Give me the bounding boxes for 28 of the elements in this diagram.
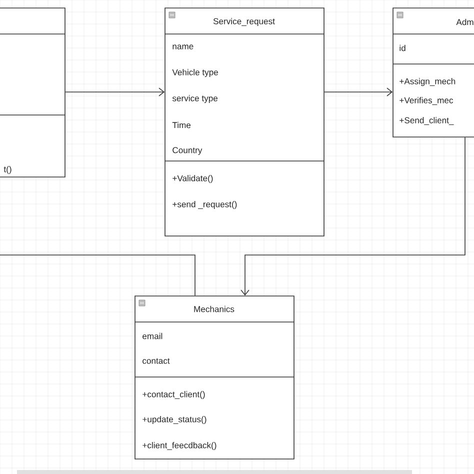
method: +client_feecdback() — [142, 442, 216, 450]
attribute: +Verifies_mec — [400, 97, 454, 105]
method: +contact_client() — [142, 391, 205, 399]
class-box — [164, 8, 324, 236]
method: +update_status() — [142, 416, 206, 424]
attribute: contact — [142, 358, 170, 364]
connector — [240, 137, 466, 296]
class-box — [134, 296, 294, 460]
attribute: service type — [172, 95, 218, 103]
connector — [324, 88, 393, 96]
method: +Validate() — [172, 175, 213, 183]
class-name: Adm — [456, 18, 474, 26]
class-name: Service_request — [213, 18, 275, 26]
attribute: Country — [172, 147, 202, 155]
class-name: Mechanics — [194, 306, 234, 312]
attribute: name — [172, 44, 194, 50]
attribute: id — [400, 44, 406, 52]
attribute: email — [142, 332, 162, 340]
attribute: Vehicle type — [172, 69, 218, 77]
class-box — [0, 8, 66, 178]
method: +send _request() — [172, 201, 237, 209]
attribute: +Send_client_ — [400, 117, 454, 125]
connector — [0, 254, 196, 296]
method: t() — [4, 166, 12, 174]
class-box — [392, 8, 474, 138]
connector — [65, 88, 165, 96]
attribute: +Assign_mech — [400, 78, 456, 86]
attribute: Time — [172, 122, 191, 128]
